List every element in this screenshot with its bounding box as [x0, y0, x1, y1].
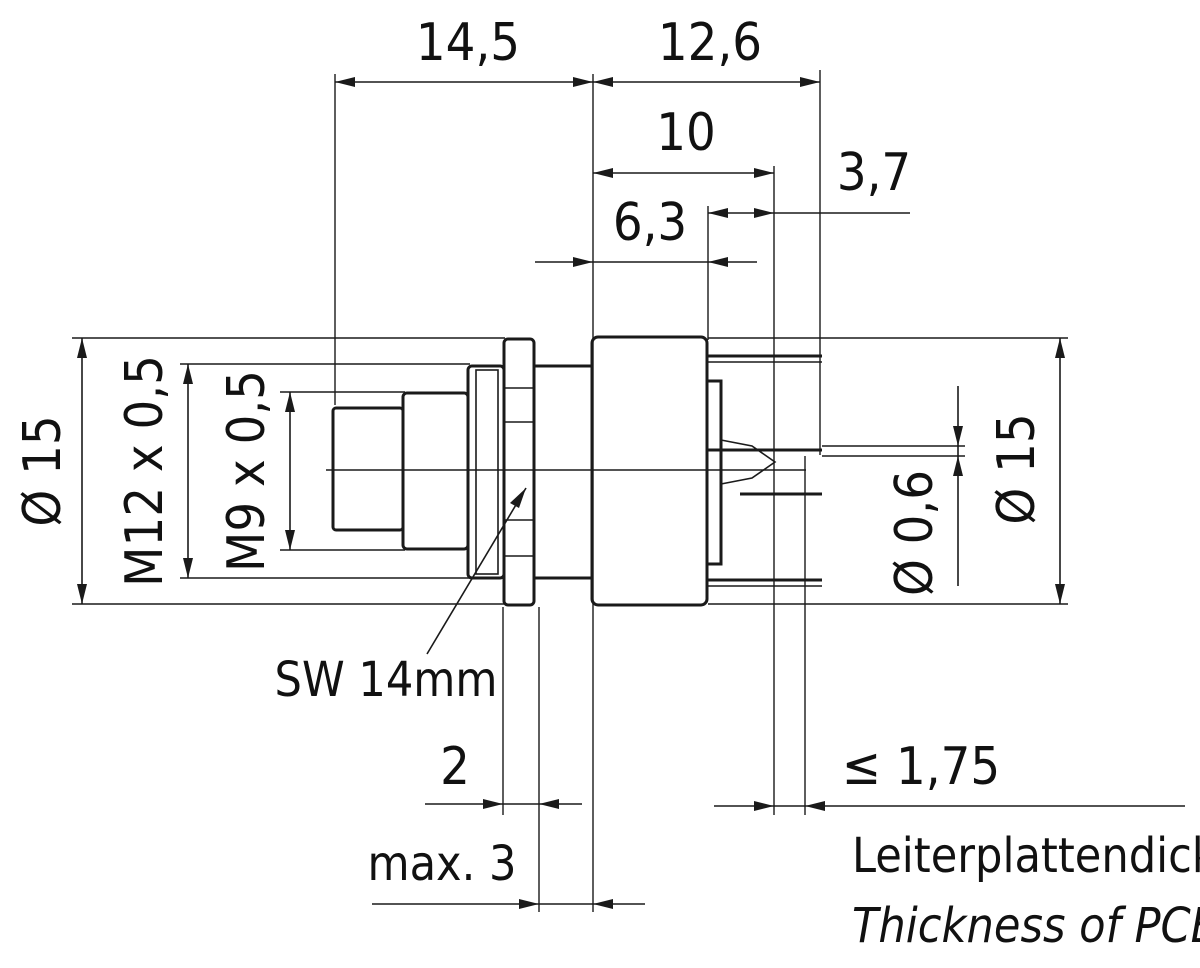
dim-10: 10: [656, 103, 716, 163]
dim-12-6: 12,6: [658, 13, 762, 73]
rear-housing: [590, 335, 709, 607]
connector-body: [331, 335, 777, 607]
dim-thread-m9: M9 x 0,5: [217, 370, 277, 572]
pcb-label-german: Leiterplattendicke: [852, 828, 1200, 884]
dim-pin-diameter: Ø 0,6: [885, 470, 945, 596]
dim-3-7: 3,7: [837, 143, 911, 203]
dim-panel-max: max. 3: [368, 836, 517, 892]
dim-pcb-thickness: ≤ 1,75: [842, 737, 1000, 797]
m9-thread-section: [401, 391, 470, 551]
wrench-size-label: SW 14mm: [275, 652, 498, 708]
dim-diameter-left: Ø 15: [13, 415, 73, 526]
dim-diameter-right: Ø 15: [987, 413, 1047, 524]
pin-carrier: [705, 379, 723, 566]
extension-lines: [72, 70, 1068, 912]
dimension-lines: [77, 77, 1185, 909]
pcb-label-english: Thickness of PCB: [852, 898, 1200, 954]
dim-6-3: 6,3: [613, 193, 687, 253]
dim-14-5: 14,5: [416, 13, 520, 73]
thread-ring: [475, 369, 499, 575]
hex-nut: [502, 337, 536, 607]
dim-nut-width: 2: [440, 737, 470, 797]
front-cap: [331, 406, 405, 532]
pcb-pins: [707, 354, 822, 587]
dim-thread-m12: M12 x 0,5: [115, 355, 175, 587]
housing-neck: [532, 364, 594, 580]
